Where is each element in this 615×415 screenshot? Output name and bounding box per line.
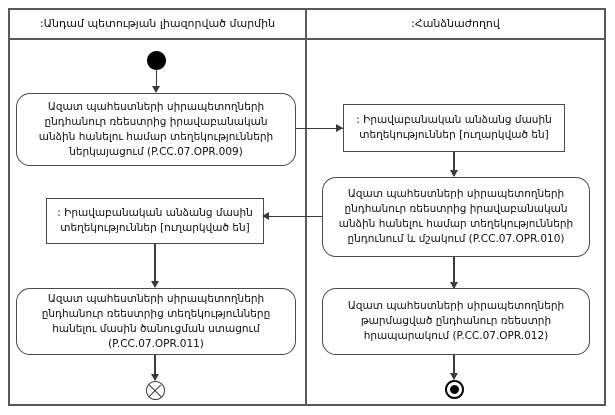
activity-node-opr-010-label: Ազատ պահեստների սիրապետողների ընդհանուր …: [338, 188, 574, 245]
swimlane-title-right: :Հանձնաժողով: [411, 17, 500, 30]
arrowhead-down-icon: [449, 282, 458, 289]
arrowhead-down-icon: [449, 170, 458, 177]
arrowhead-down-icon: [150, 374, 159, 381]
edge-activity-009-to-object-right: [296, 128, 343, 130]
edge-activity-011-to-flow-final: [154, 355, 156, 380]
edge-activity-010-to-activity-012: [453, 257, 455, 288]
edge-object-left-to-activity-011: [154, 244, 156, 286]
activity-node-opr-012[interactable]: Ազատ պահեստների սիրապետողների թարմացված …: [322, 288, 590, 355]
object-node-right-label: : Իրավաբանական անձանց մասին տեղեկություն…: [356, 114, 552, 141]
arrowhead-down-icon: [152, 86, 160, 93]
arrowhead-left-icon: [262, 212, 269, 220]
activity-node-opr-012-label: Ազատ պահեստների սիրապետողների թարմացված …: [347, 300, 565, 342]
swimlane-title-left: :Անդամ պետության լիազորված մարմին: [39, 17, 276, 30]
activity-node-opr-010[interactable]: Ազատ պահեստների սիրապետողների ընդհանուր …: [322, 177, 590, 257]
arrowhead-down-icon: [150, 281, 159, 288]
edge-initial-to-activity-009: [155, 70, 158, 89]
object-node-left-label: : Իրավաբանական անձանց մասին տեղեկություն…: [57, 207, 253, 234]
activity-node-opr-011-label: Ազատ պահեստների սիրապետողների ընդհանուր …: [41, 292, 271, 350]
flow-final-node: [145, 381, 165, 400]
arrowhead-down-icon: [449, 373, 458, 380]
activity-node-opr-009[interactable]: Ազատ պահեստների սիրապետողների ընդհանուր …: [16, 93, 296, 166]
swimlane-header-divider: [8, 38, 606, 40]
object-node-left[interactable]: : Իրավաբանական անձանց մասին տեղեկություն…: [46, 198, 264, 244]
swimlane-divider: [305, 8, 307, 406]
arrowhead-right-icon: [336, 124, 343, 132]
object-node-right[interactable]: : Իրավաբանական անձանց մասին տեղեկություն…: [343, 104, 565, 152]
edge-activity-010-to-object-left: [268, 216, 322, 218]
edge-object-right-to-activity-010: [453, 152, 455, 176]
diagram-frame: [8, 8, 606, 406]
activity-node-opr-009-label: Ազատ պահեստների սիրապետողների ընդհանուր …: [38, 100, 274, 158]
edge-activity-012-to-final: [453, 355, 455, 379]
initial-node: [147, 51, 166, 70]
activity-node-opr-011[interactable]: Ազատ պահեստների սիրապետողների ընդհանուր …: [16, 288, 296, 355]
activity-final-node: [444, 380, 464, 399]
